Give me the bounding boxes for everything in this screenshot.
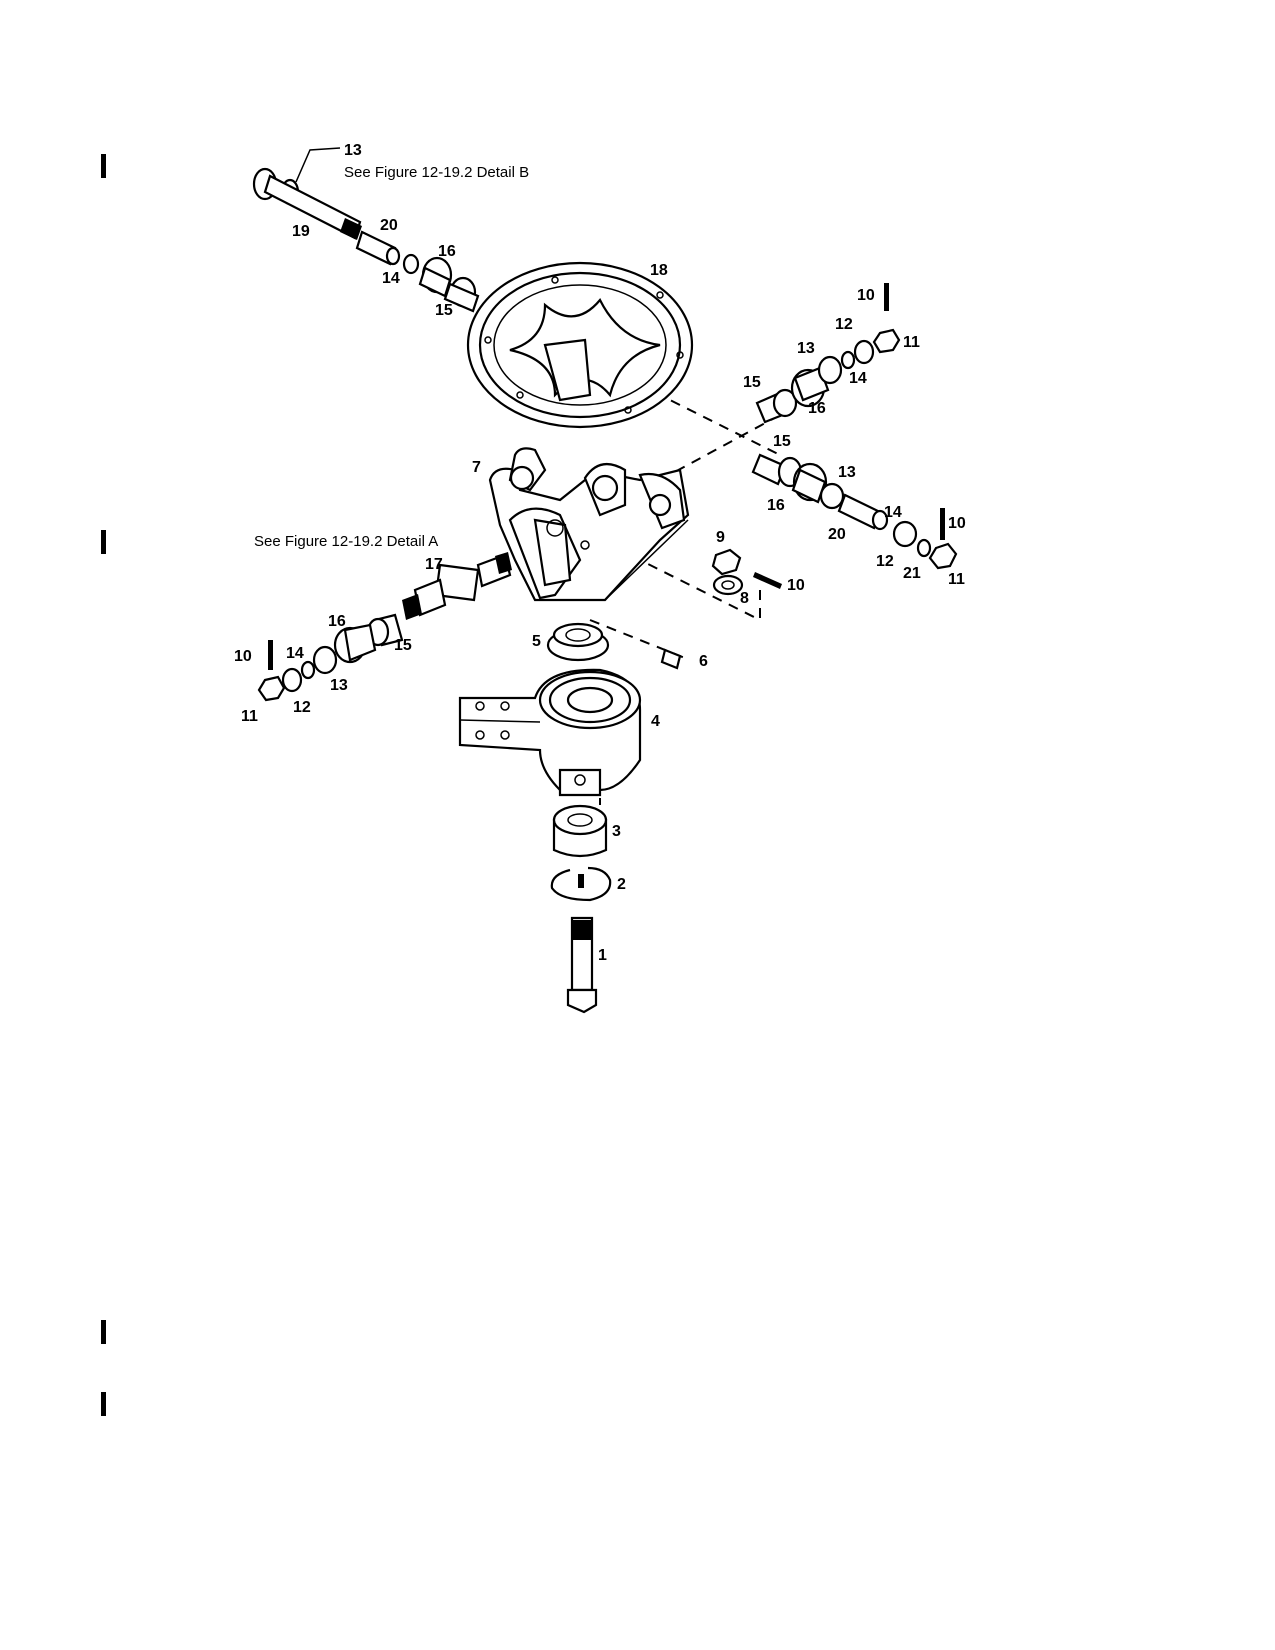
cover-plate-18 <box>466 261 694 429</box>
callout-14-top: 14 <box>382 270 400 287</box>
callout-15-left: 15 <box>394 637 412 654</box>
callout-15-top: 15 <box>435 302 453 319</box>
left-shaft-17 <box>402 552 512 620</box>
callout-6: 6 <box>699 653 708 670</box>
callout-18: 18 <box>650 262 668 279</box>
lower-right-shaft-stack <box>751 453 958 570</box>
spindle-housing-4 <box>458 668 642 797</box>
callout-14-left: 14 <box>286 645 304 662</box>
callout-1: 1 <box>598 947 607 964</box>
callout-14-upper-right: 14 <box>849 370 867 387</box>
callout-10-left: 10 <box>234 648 252 665</box>
change-bar-2 <box>101 530 106 554</box>
reference-detail-a: See Figure 12-19.2 Detail A <box>254 533 438 550</box>
callout-15-lower-right: 15 <box>773 433 791 450</box>
upper-shaft-assembly <box>252 147 480 313</box>
callout-16-top: 16 <box>438 243 456 260</box>
callout-10-center-right: 10 <box>948 515 966 532</box>
callout-5: 5 <box>532 633 541 650</box>
callout-12-left: 12 <box>293 699 311 716</box>
change-bar-4 <box>101 1392 106 1416</box>
callout-19: 19 <box>292 223 310 240</box>
callout-16-lower-right: 16 <box>767 497 785 514</box>
callout-13-top: 13 <box>344 142 362 159</box>
callout-12-lower-right: 12 <box>876 553 894 570</box>
callout-8: 8 <box>740 590 749 607</box>
callout-21: 21 <box>903 565 921 582</box>
callout-20-lower-right: 20 <box>828 526 846 543</box>
center-housing-7 <box>488 447 690 602</box>
callout-11-lower-right: 11 <box>948 571 965 588</box>
callout-7: 7 <box>472 459 481 476</box>
callout-20-top: 20 <box>380 217 398 234</box>
callout-17: 17 <box>425 556 443 573</box>
callout-4: 4 <box>651 713 660 730</box>
callout-12-upper-right: 12 <box>835 316 853 333</box>
callout-14-lower-right: 14 <box>884 504 902 521</box>
reference-detail-b: See Figure 12-19.2 Detail B <box>344 164 529 181</box>
retaining-ring-2 <box>550 866 612 902</box>
callout-13-lower-right: 13 <box>838 464 856 481</box>
callout-11-left: 11 <box>241 708 258 725</box>
callout-13-left: 13 <box>330 677 348 694</box>
callout-15-upper-right: 15 <box>743 374 761 391</box>
callout-16-left: 16 <box>328 613 346 630</box>
callout-3: 3 <box>612 823 621 840</box>
upper-right-bushing-stack <box>755 283 901 424</box>
callout-10-mid-right: 10 <box>787 577 805 594</box>
change-bar-3 <box>101 1320 106 1344</box>
small-hardware <box>660 548 782 670</box>
callout-2: 2 <box>617 876 626 893</box>
callout-11-upper-right: 11 <box>903 334 920 351</box>
spindle-shaft-1 <box>566 916 598 1014</box>
callouts: 13 19 20 14 16 15 18 10 12 11 13 14 15 1… <box>234 142 966 964</box>
change-bar-1 <box>101 154 106 178</box>
callout-9: 9 <box>716 529 725 546</box>
bearing-5 <box>546 622 610 662</box>
callout-16-upper-right: 16 <box>808 400 826 417</box>
bearing-3 <box>552 804 608 858</box>
callout-13-upper-right: 13 <box>797 340 815 357</box>
left-bushing-stack <box>257 613 404 702</box>
callout-10-upper-right: 10 <box>857 287 875 304</box>
